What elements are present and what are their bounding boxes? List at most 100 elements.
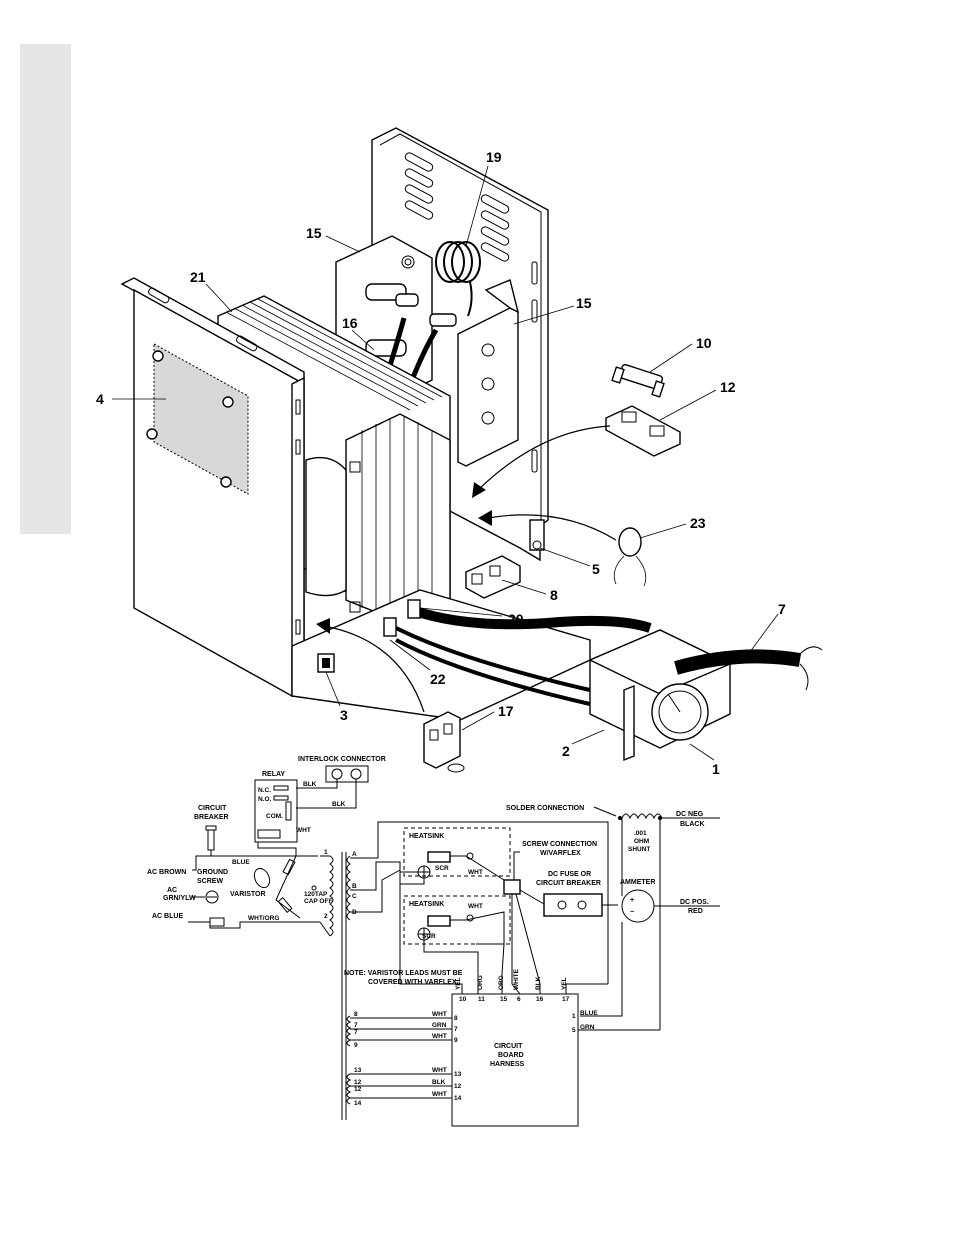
label-dc-neg: DC NEG: [676, 811, 704, 818]
label-screw: SCREW: [197, 878, 223, 885]
heatsink-plate-right: [457, 279, 520, 467]
pin-6: 6: [517, 996, 521, 1003]
label-tap-1: 1: [324, 849, 328, 856]
callout-2: 2: [562, 743, 570, 759]
lp-12: 12: [454, 1083, 462, 1090]
wire-white: WHITE: [513, 968, 520, 990]
label-no: N.O.: [258, 796, 272, 803]
label-varistor: VARISTOR: [230, 891, 266, 898]
callout-1: 1: [712, 761, 720, 777]
label-scr-1: SCR: [435, 865, 449, 872]
label-shunt: SHUNT: [628, 846, 650, 853]
label-ground: GROUND: [197, 869, 228, 876]
heatsink-2-box: [403, 895, 511, 945]
fuse: [611, 363, 665, 398]
label-dc-pos: DC POS.: [680, 899, 709, 906]
label-ac-blue: AC BLUE: [152, 913, 183, 920]
label-ac: AC: [167, 887, 177, 894]
label-relay: RELAY: [262, 771, 285, 778]
pin-11: 11: [478, 996, 485, 1003]
lw-7a: 7: [354, 1022, 358, 1029]
label-heatsink-2: HEATSINK: [409, 901, 444, 908]
label-120tap: 120TAP: [304, 891, 328, 898]
ammeter-housing: [588, 629, 732, 762]
callout-3: 3: [340, 707, 348, 723]
relay-box: [254, 779, 298, 843]
lc-blk: BLK: [432, 1079, 446, 1086]
exploded-view: 19 15 21 16 15 10 12 4 23 5 8 20 7 22 3 …: [96, 127, 823, 777]
terminal-block: [465, 555, 521, 599]
pin-10: 10: [459, 996, 467, 1003]
callout-16: 16: [342, 315, 358, 331]
lp-8: 8: [454, 1015, 458, 1022]
label-sec-a: A: [352, 851, 357, 858]
rp-5: 5: [572, 1027, 576, 1034]
label-ac-brown: AC BROWN: [147, 869, 186, 876]
lw-12a: 12: [354, 1079, 362, 1086]
wire-yel-1: YEL: [455, 977, 462, 990]
label-black: BLACK: [680, 821, 705, 828]
output-cable: [674, 646, 823, 691]
label-circuit: CIRCUIT: [198, 805, 227, 812]
pin-15: 15: [500, 996, 508, 1003]
label-minus: −: [630, 909, 634, 916]
wiring-schematic: INTERLOCK CONNECTOR BLK BLK RELAY N.C. N…: [147, 756, 720, 1127]
label-wht-relay: WHT: [296, 827, 311, 834]
label-board-2: BOARD: [498, 1052, 524, 1059]
label-tap-2: 2: [324, 913, 328, 920]
callout-17: 17: [498, 703, 514, 719]
assembly-arrows: [316, 425, 617, 713]
callout-15-right: 15: [576, 295, 592, 311]
lp-7: 7: [454, 1026, 458, 1033]
leader-lines: [112, 165, 779, 761]
label-wht-scr-2: WHT: [468, 903, 483, 910]
front-case: [120, 277, 591, 721]
label-blue: BLUE: [232, 859, 250, 866]
callouts: 19 15 21 16 15 10 12 4 23 5 8 20 7 22 3 …: [96, 149, 786, 777]
label-plus: +: [630, 897, 634, 904]
lp-9: 9: [454, 1037, 458, 1044]
wire-yel-2: YEL: [561, 977, 568, 990]
lp-13: 13: [454, 1071, 462, 1078]
label-ohm-value: .001: [634, 830, 647, 837]
callout-15-left: 15: [306, 225, 322, 241]
label-note-1: NOTE: VARISTOR LEADS MUST BE: [344, 970, 463, 977]
label-sec-b: B: [352, 883, 357, 890]
lc-wht-1: WHT: [432, 1011, 447, 1018]
label-blk-2: BLK: [332, 801, 346, 808]
lc-wht-3: WHT: [432, 1067, 447, 1074]
label-board-1: CIRCUIT: [494, 1043, 523, 1050]
board-left-wires: 8 7 7 9 13 12 12 14 WHT GRN WHT WHT BLK …: [346, 1011, 462, 1107]
circuit-board-harness: [451, 993, 579, 1127]
lw-14: 14: [354, 1100, 362, 1107]
wire-blk: BLK: [535, 976, 542, 990]
dc-fuse: [543, 893, 603, 917]
rp-1: 1: [572, 1013, 576, 1020]
board-right-wires: 1 5 BLUE GRN: [572, 1010, 660, 1034]
relay-disc: [613, 527, 647, 587]
lw-7b: 7: [354, 1029, 358, 1036]
label-grn-ylw: GRN/YLW: [163, 895, 196, 902]
lp-14: 14: [454, 1095, 462, 1102]
label-breaker: BREAKER: [194, 814, 229, 821]
label-w-varflex: W/VARFLEX: [540, 850, 581, 857]
label-board-3: HARNESS: [490, 1061, 525, 1068]
fuse-clip: [605, 405, 681, 457]
lw-12b: 12: [354, 1086, 362, 1093]
pin-17: 17: [562, 996, 570, 1003]
callout-5: 5: [592, 561, 600, 577]
label-sec-c: C: [352, 893, 357, 900]
board-top-wires: YEL ORG ORG WHITE BLK YEL 10 11 15 6 16 …: [455, 943, 608, 1003]
ammeter-symbol: [621, 889, 655, 923]
label-com: COM.: [266, 813, 283, 820]
dc-cables: [383, 599, 652, 706]
label-interlock-connector: INTERLOCK CONNECTOR: [298, 756, 386, 763]
label-nc: N.C.: [258, 787, 271, 794]
label-circuit-breaker: CIRCUIT BREAKER: [536, 880, 601, 887]
label-blk-1: BLK: [303, 781, 317, 788]
interlock-connector-box: [325, 765, 369, 783]
label-red: RED: [688, 908, 703, 915]
lw-13: 13: [354, 1067, 362, 1074]
interlock-connector: [423, 711, 465, 773]
wire-loop: [435, 241, 481, 317]
